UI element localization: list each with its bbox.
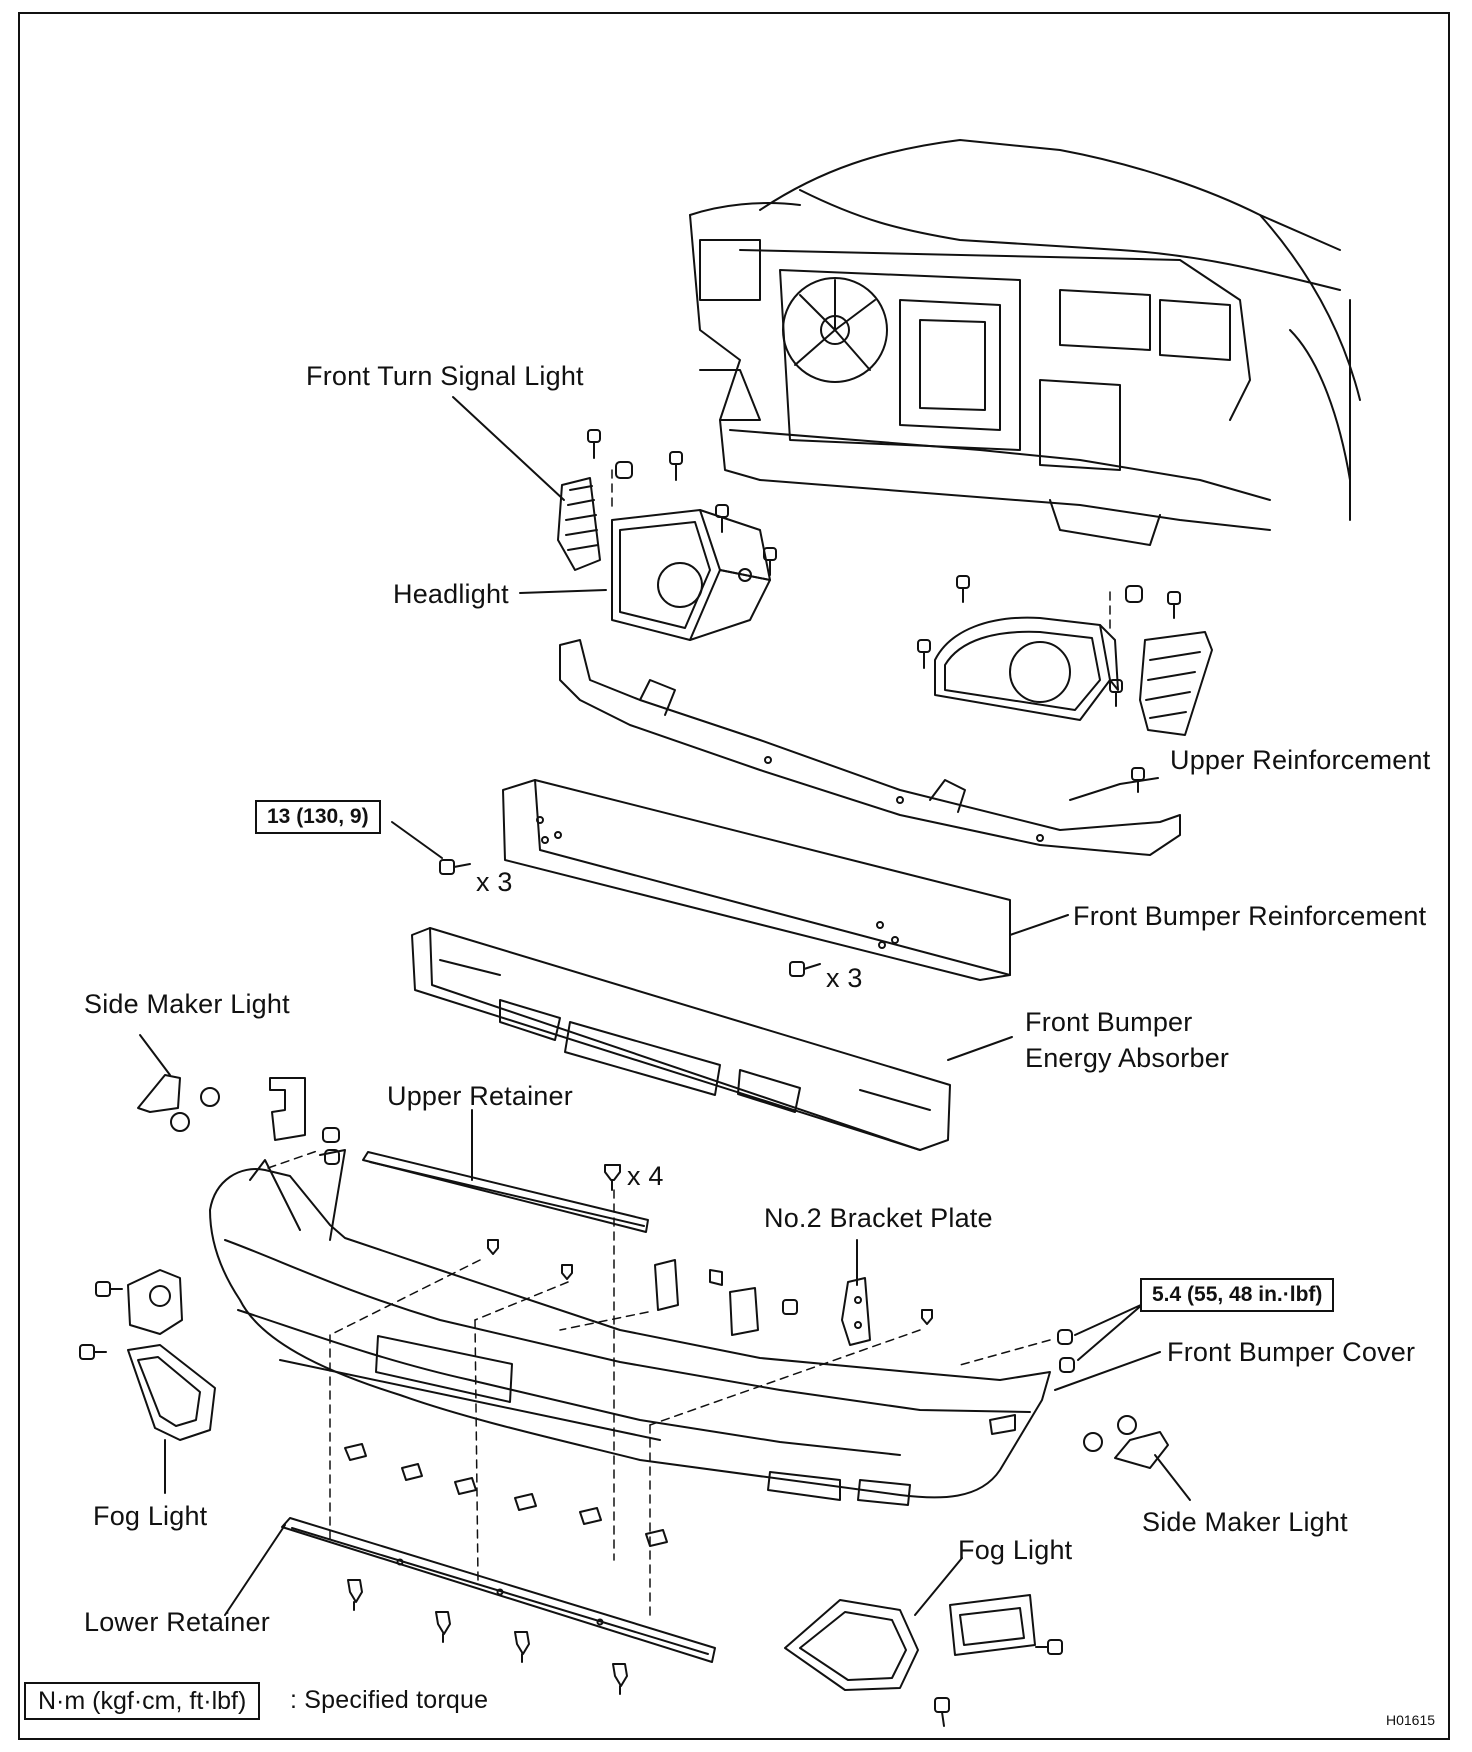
headlight-right-part — [934, 616, 1119, 721]
figure-code: H01615 — [1386, 1712, 1436, 1728]
front-bumper-energy-absorber-part — [411, 927, 951, 1151]
label-front-turn-signal-light: Front Turn Signal Light — [306, 361, 584, 391]
torque-box-bumper-cover-nuts: 5.4 (55, 48 in.·lbf) — [1140, 1278, 1335, 1312]
leader-torque-5-4 — [1074, 1303, 1144, 1361]
front-turn-signal-light-right-part — [1139, 631, 1213, 736]
dashed-guide-lines — [267, 1149, 1051, 1621]
front-turn-signal-light-left-part — [557, 477, 601, 571]
qty-bolts-left: x 3 — [476, 867, 513, 897]
legend-description: : Specified torque — [290, 1686, 489, 1714]
label-front-bumper-cover: Front Bumper Cover — [1167, 1337, 1416, 1367]
side-maker-light-left-part — [137, 1074, 340, 1165]
lower-retainer-part — [281, 1517, 716, 1663]
label-no2-bracket-plate: No.2 Bracket Plate — [764, 1203, 993, 1233]
label-side-maker-light-left: Side Maker Light — [84, 989, 290, 1019]
dashed-guide-lines-upper — [611, 469, 1111, 631]
label-upper-retainer: Upper Retainer — [387, 1081, 573, 1111]
fog-light-left-part — [79, 1269, 216, 1441]
fog-light-right-part — [784, 1594, 1063, 1727]
leader-headlight — [519, 589, 607, 594]
upper-retainer-part — [362, 1151, 649, 1233]
label-fog-light-left: Fog Light — [93, 1501, 208, 1531]
torque-box-reinforcement-bolts: 13 (130, 9) — [255, 800, 381, 834]
lower-retainer-clips — [347, 1579, 628, 1695]
leader-upper-reinforcement — [1069, 777, 1159, 801]
vehicle-front-body — [689, 139, 1361, 546]
clip-nuts-lower — [344, 1443, 668, 1547]
label-lower-retainer: Lower Retainer — [84, 1607, 270, 1637]
label-energy-absorber-line2: Energy Absorber — [1025, 1043, 1230, 1073]
leader-side-maker-right — [1154, 1454, 1191, 1501]
legend-unit-box: N·m (kgf·cm, ft·lbf) — [24, 1682, 261, 1720]
label-front-bumper-reinforcement: Front Bumper Reinforcement — [1073, 901, 1427, 931]
label-fog-light-right: Fog Light — [958, 1535, 1073, 1565]
label-side-maker-light-right: Side Maker Light — [1142, 1507, 1348, 1537]
upper-retainer-clips — [604, 1164, 621, 1191]
upper-reinforcement-part — [559, 639, 1181, 856]
label-headlight: Headlight — [393, 579, 509, 609]
fasteners-headlight — [587, 429, 1181, 793]
front-bumper-cover-part — [209, 1149, 1051, 1506]
label-upper-reinforcement: Upper Reinforcement — [1170, 745, 1431, 775]
leader-energy-absorber — [947, 1036, 1013, 1061]
leader-side-maker-left — [139, 1034, 171, 1076]
bracket-plates — [487, 1239, 1075, 1373]
leader-torque-13 — [391, 821, 443, 859]
leader-front-bumper-cover — [1054, 1351, 1161, 1391]
qty-bolts-right: x 3 — [826, 963, 863, 993]
leader-fog-light-right — [914, 1557, 963, 1616]
front-bumper-reinforcement-part — [502, 779, 1011, 981]
side-maker-light-right-part — [1083, 1415, 1169, 1469]
diagram-frame — [18, 12, 1450, 1740]
label-energy-absorber-line1: Front Bumper — [1025, 1007, 1193, 1037]
qty-clips-upper: x 4 — [627, 1161, 664, 1191]
headlight-left-part — [611, 509, 771, 641]
leader-front-turn-signal — [452, 396, 565, 501]
reinforcement-bolts — [439, 859, 821, 977]
leader-front-bumper-reinforcement — [1009, 914, 1069, 936]
leader-lower-retainer — [224, 1524, 286, 1616]
